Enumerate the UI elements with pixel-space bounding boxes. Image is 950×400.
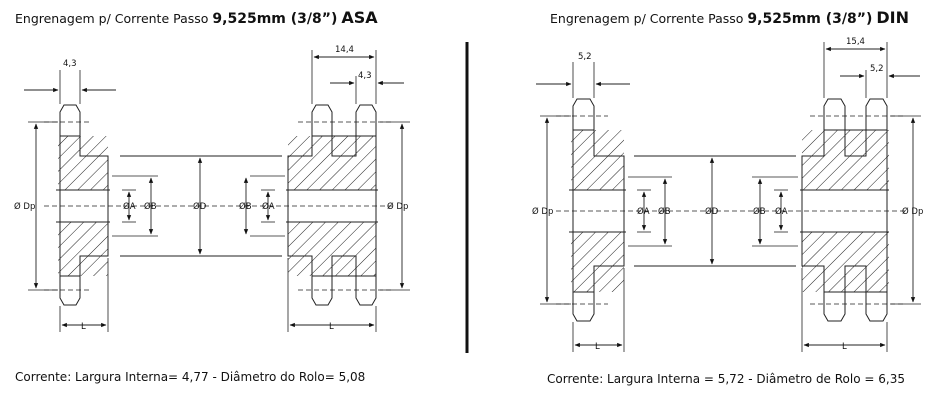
label-bore: ØA — [123, 201, 136, 212]
dim-double-tooth: 5,2 — [870, 64, 884, 74]
double-sprocket — [800, 98, 889, 322]
label-hub: ØB — [753, 206, 766, 217]
label-hub: ØB — [658, 206, 671, 217]
dim-tooth-width: 4,3 — [63, 59, 77, 69]
label-bore: ØA — [262, 201, 275, 212]
dim-tooth-width: 5,2 — [578, 52, 592, 62]
label-pitch-diameter: Ø Dp — [532, 206, 553, 217]
title-standard: DIN — [876, 8, 909, 27]
label-shaft: ØD — [193, 201, 207, 212]
title-prefix: Engrenagem p/ Corrente Passo — [550, 11, 744, 26]
label-length: L — [81, 322, 86, 332]
asa-drawing — [24, 50, 410, 332]
label-pitch-diameter: Ø Dp — [387, 201, 408, 212]
caption-din: Corrente: Largura Interna = 5,72 - Diâme… — [547, 372, 905, 386]
label-hub: ØB — [144, 201, 157, 212]
dim-double-spacing: 14,4 — [335, 45, 354, 55]
label-length: L — [595, 342, 600, 352]
caption-asa: Corrente: Largura Interna= 4,77 - Diâmet… — [15, 370, 366, 384]
label-bore: ØA — [637, 206, 650, 217]
single-sprocket — [56, 104, 110, 306]
label-shaft: ØD — [705, 206, 719, 217]
title-din: Engrenagem p/ Corrente Passo 9,525mm (3/… — [550, 8, 909, 27]
dim-double-spacing: 15,4 — [846, 37, 865, 47]
din-drawing — [536, 42, 921, 352]
single-sprocket — [569, 98, 626, 322]
title-prefix: Engrenagem p/ Corrente Passo — [15, 11, 209, 26]
label-pitch-diameter: Ø Dp — [902, 206, 923, 217]
label-length: L — [842, 342, 847, 352]
title-pitch: 9,525mm (3/8”) — [212, 11, 338, 27]
label-pitch-diameter: Ø Dp — [14, 201, 35, 212]
title-standard: ASA — [341, 8, 378, 27]
label-hub: ØB — [239, 201, 252, 212]
title-asa: Engrenagem p/ Corrente Passo 9,525mm (3/… — [15, 8, 378, 27]
double-sprocket — [286, 104, 378, 306]
title-pitch: 9,525mm (3/8”) — [747, 11, 873, 27]
dim-double-tooth: 4,3 — [358, 71, 372, 81]
label-length: L — [329, 322, 334, 332]
label-bore: ØA — [775, 206, 788, 217]
